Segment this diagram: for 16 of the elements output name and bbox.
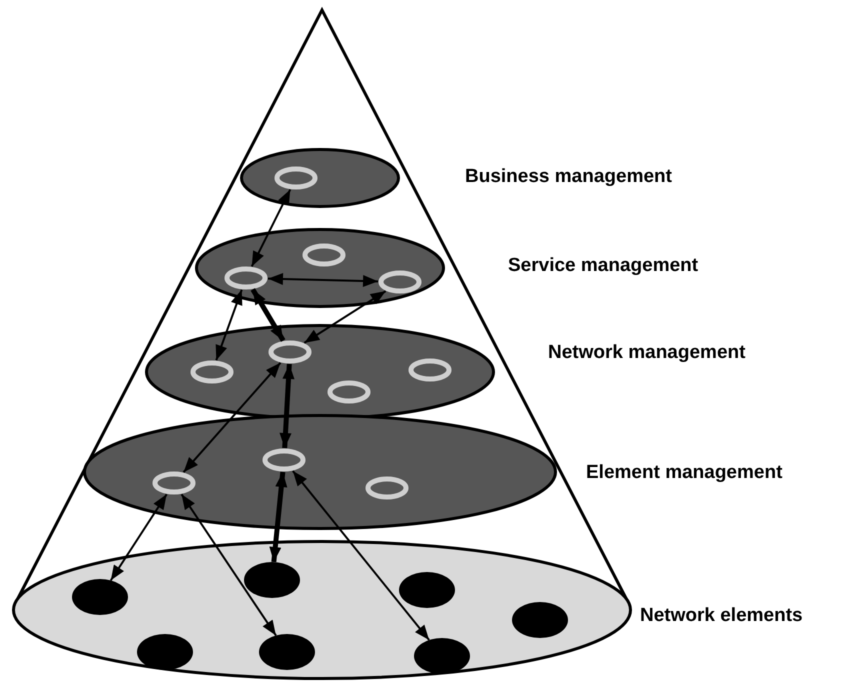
double-arrow (292, 470, 430, 641)
double-arrow (182, 362, 282, 473)
double-arrow (215, 289, 243, 361)
double-arrow (180, 494, 277, 636)
double-arrow (250, 288, 286, 342)
layer-label: Element management (586, 462, 782, 484)
layer-label: Service management (508, 255, 698, 277)
layer-label: Network elements (640, 605, 803, 627)
double-arrow (280, 364, 294, 448)
double-arrow (304, 290, 386, 344)
layer-label: Network management (548, 342, 746, 364)
layer-label: Business management (465, 166, 672, 188)
double-arrow (250, 189, 292, 267)
double-arrow (269, 472, 288, 562)
double-arrow (110, 494, 168, 581)
double-arrow (268, 272, 378, 288)
